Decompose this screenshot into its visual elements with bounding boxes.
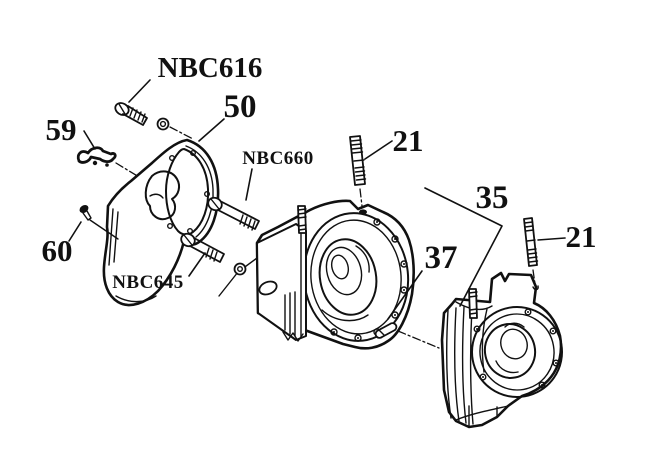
callout-part60: 60	[42, 233, 73, 268]
cooling-fins	[446, 305, 474, 425]
crankcase-cover-part50	[102, 138, 220, 307]
bearing-flange-outer	[471, 306, 563, 398]
washer-nbc645	[233, 262, 247, 276]
axis-clip-to-cover	[115, 162, 140, 178]
callout-nbc660: NBC660	[242, 148, 314, 169]
callout-part21-left: 21	[393, 123, 424, 158]
leader-part37	[387, 270, 423, 320]
center-crankcase-half	[255, 199, 415, 350]
block-oval-port	[258, 280, 278, 296]
callout-leader-lines	[68, 79, 566, 320]
axis-stud-right	[532, 269, 536, 285]
callout-part37: 37	[425, 240, 458, 276]
bearing-flange-inner	[479, 313, 555, 391]
cover-flange-face-line	[185, 145, 214, 238]
axis-dowel-to-case	[397, 330, 440, 349]
leader-nbc616	[128, 79, 151, 103]
assembly-axis-lines	[115, 126, 539, 349]
flange-bolt-holes	[330, 218, 408, 342]
case-stud	[468, 288, 478, 319]
bearing-flange-inner	[310, 219, 402, 335]
callout-labels: NBC616 50 59 60 NBC660 NBC645 21 21 35 3…	[42, 52, 597, 293]
leader-part21-left	[364, 140, 393, 160]
cover-screw-holes	[166, 149, 210, 234]
wire-clip-part59	[76, 146, 117, 167]
callout-part21-right: 21	[566, 219, 597, 254]
right-crankcase-half-part35	[440, 271, 563, 429]
bearing-bore	[483, 323, 537, 379]
leader-part21-right	[537, 237, 566, 241]
dowel-pin-part37	[374, 322, 398, 339]
leader-part35	[424, 187, 503, 307]
callout-nbc645: NBC645	[112, 272, 184, 293]
screw-nbc616	[114, 102, 148, 126]
leader-part50	[198, 118, 225, 142]
case-stud-boss	[297, 205, 307, 234]
callout-part59: 59	[46, 112, 77, 147]
axis-screw-to-cover	[169, 126, 194, 140]
callout-part50: 50	[224, 89, 257, 125]
stud-part21-left	[349, 135, 367, 186]
cover-flange-inner-ring	[165, 148, 210, 236]
bearing-bore	[318, 238, 378, 316]
flange-bolt-holes	[473, 308, 560, 389]
leader-nbc660	[245, 168, 253, 201]
leader-nbc645	[188, 252, 206, 277]
cover-inner-recess	[144, 170, 181, 221]
bolt-nbc660	[207, 196, 260, 231]
washer-nbc616	[156, 117, 170, 131]
stud-hole-boss	[359, 209, 367, 215]
stud-part21-right	[523, 217, 539, 267]
callout-part35: 35	[476, 180, 509, 216]
block-fins	[282, 291, 304, 342]
axis-stud-left	[359, 188, 363, 207]
cylinder-mount-block	[256, 223, 307, 341]
callout-nbc616: NBC616	[158, 52, 263, 84]
screw-part60	[79, 204, 119, 240]
leader-part60	[68, 221, 82, 242]
leader-part59	[83, 130, 96, 150]
